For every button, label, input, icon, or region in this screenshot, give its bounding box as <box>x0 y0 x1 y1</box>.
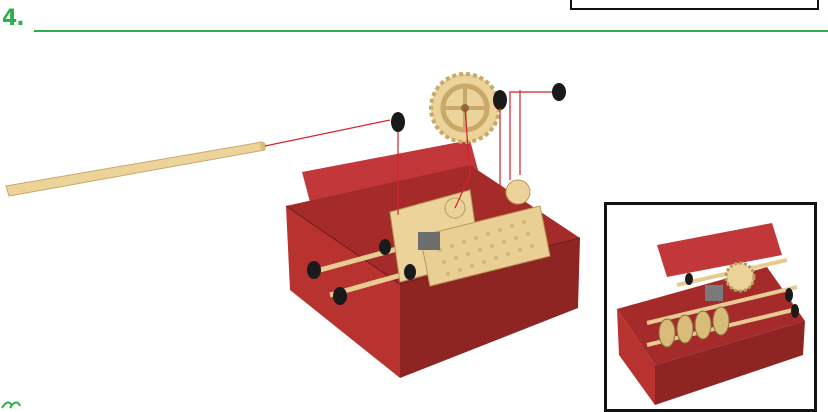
motor-block <box>418 232 440 250</box>
step-divider <box>34 30 828 32</box>
inset-view <box>604 202 817 412</box>
inset-assembly-illustration <box>607 205 814 409</box>
corner-mark-icon <box>0 398 22 409</box>
long-axle <box>6 142 266 196</box>
assembly-illustration <box>0 60 600 409</box>
step-number: 4. <box>2 6 24 31</box>
previous-inset-frame <box>570 0 819 10</box>
